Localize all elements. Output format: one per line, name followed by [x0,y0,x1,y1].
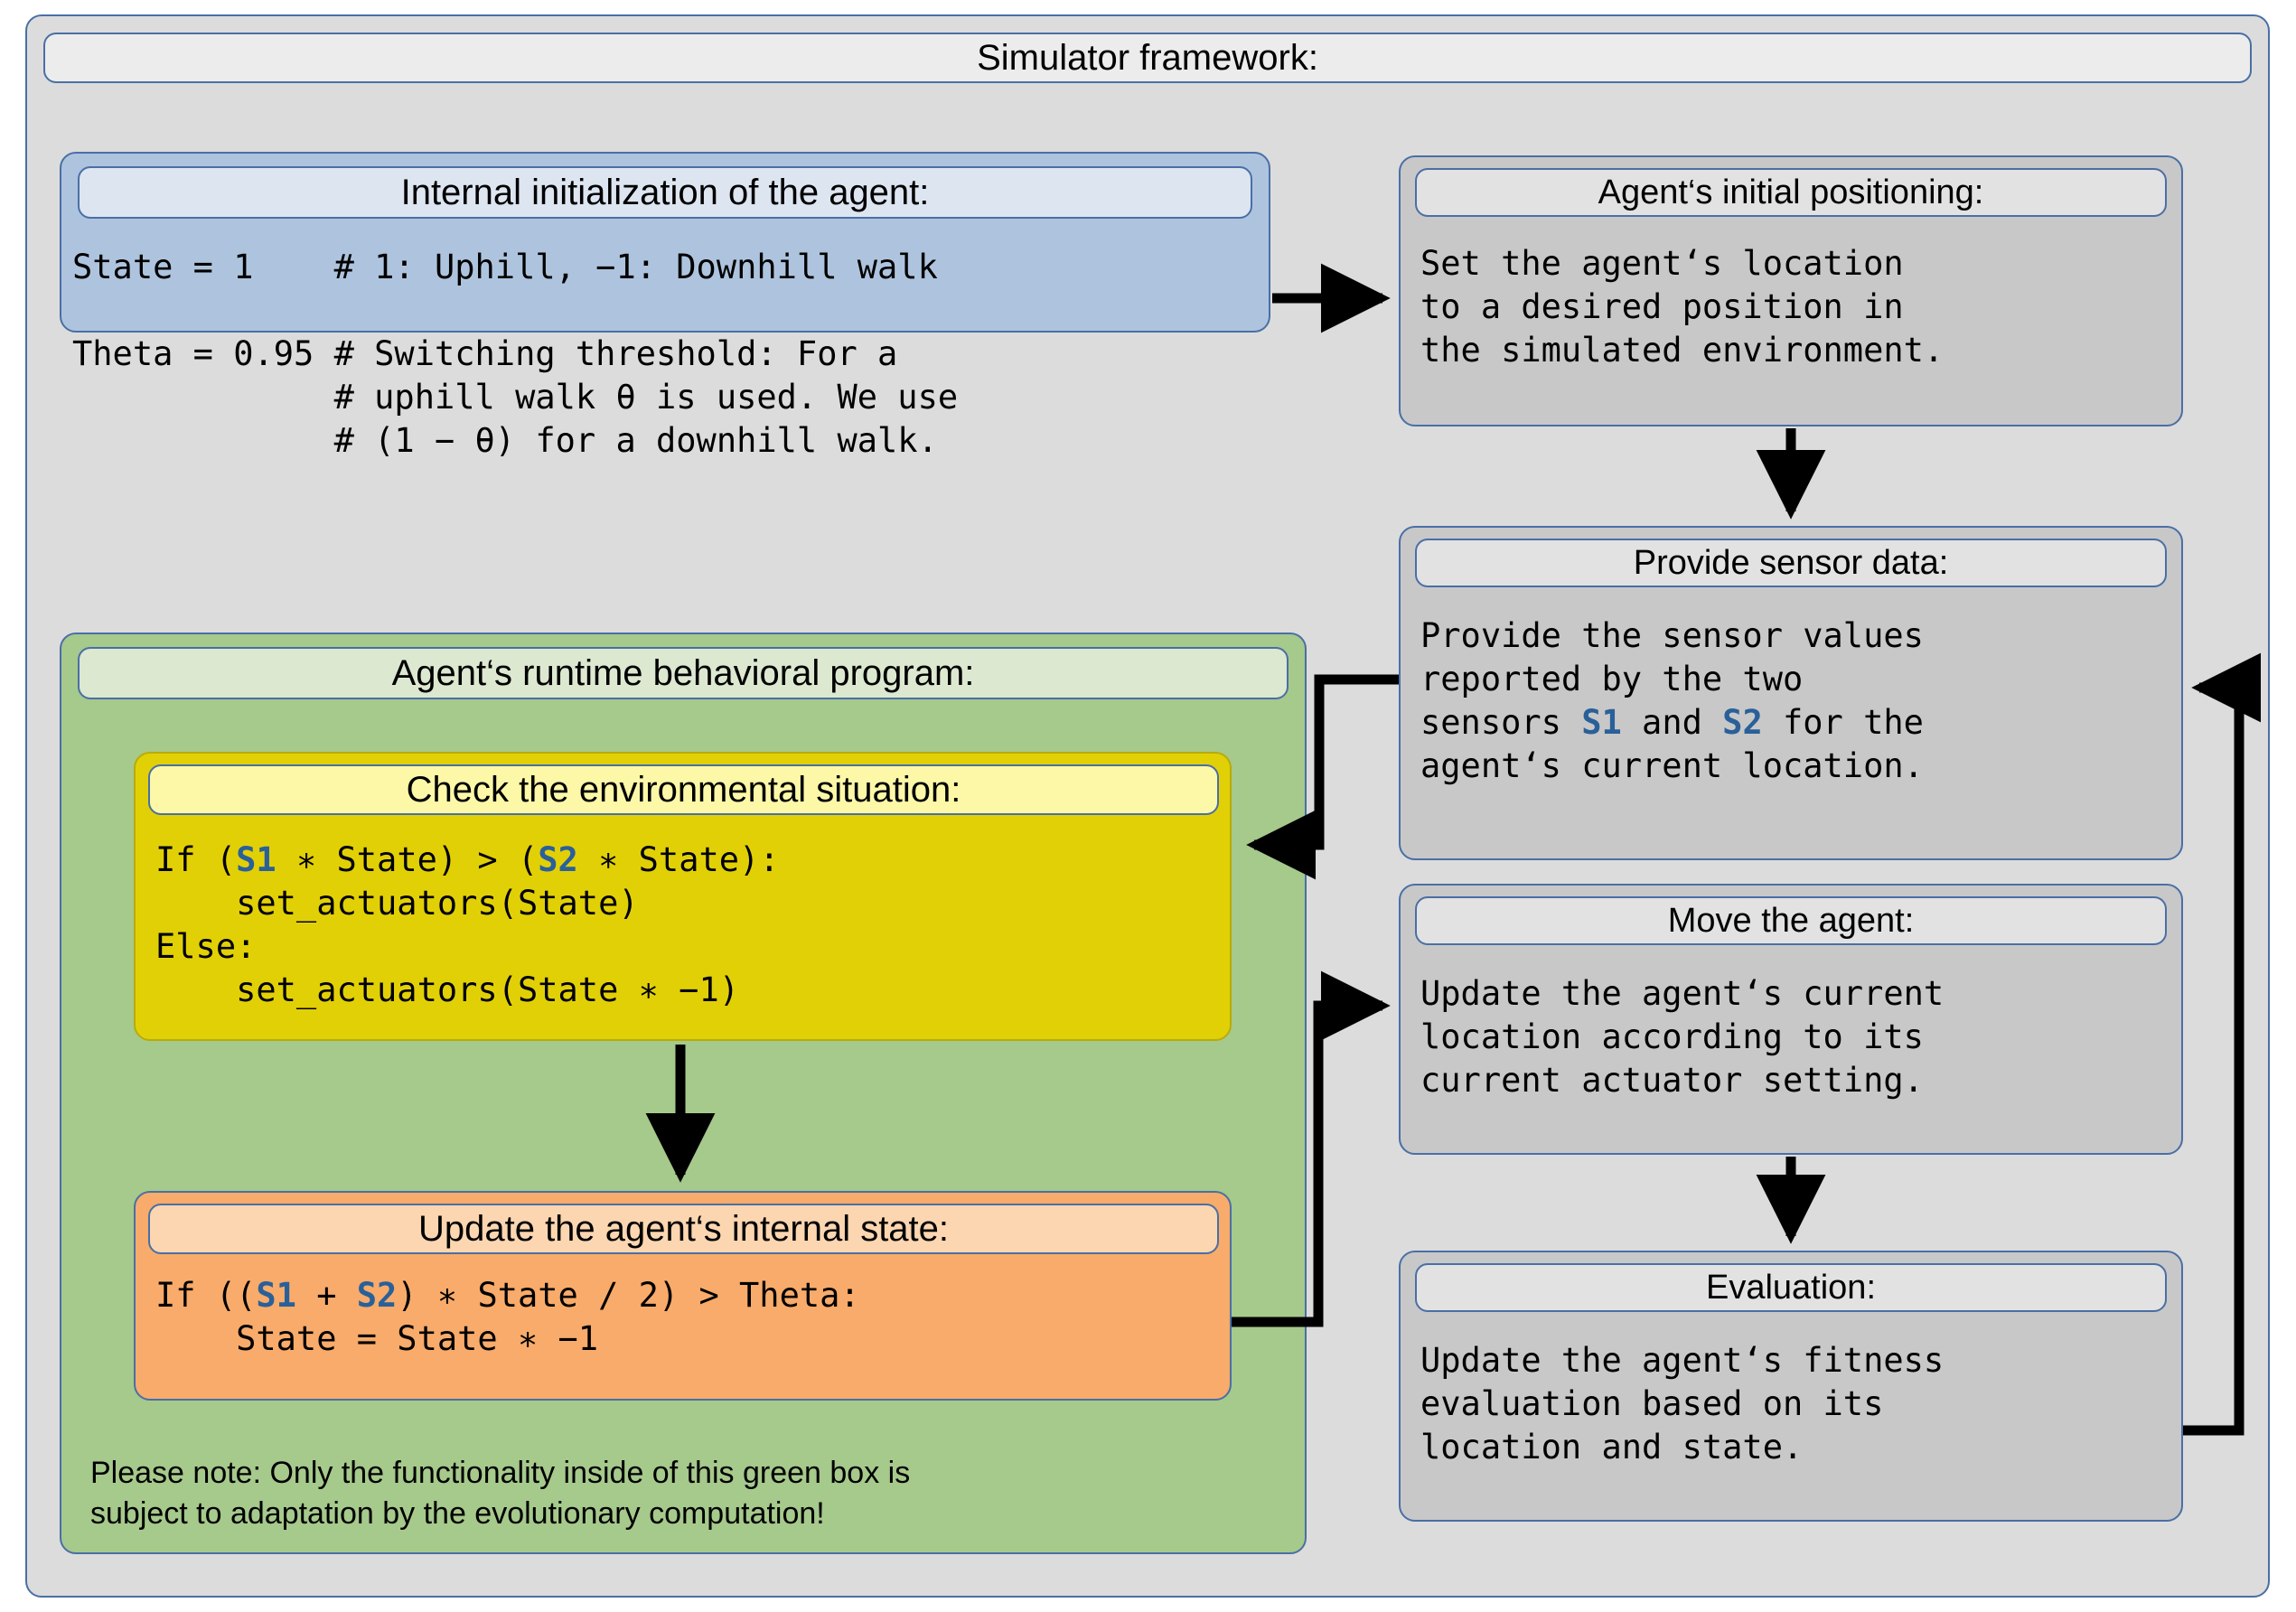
update-line1-part-b: + [295,1276,357,1315]
evaluation-text: Update the agent‘s fitness evaluation ba… [1420,1339,2198,1469]
sensor-s2-label: S2 [356,1276,398,1315]
init-code-line-3: # uphill walk θ is used. We use [72,378,959,417]
pos-line-2: to a desired position in [1420,287,1904,327]
sensor-line3-part-b: and [1621,703,1723,743]
note-line-2: subject to adaptation by the evolutionar… [90,1495,825,1531]
move-agent-title: Move the agent: [1415,896,2167,945]
internal-initialization-code: State = 1 # 1: Uphill, −1: Downhill walk… [72,246,1274,463]
check-code-line-1: If (S1 ∗ State) > (S2 ∗ State): [155,840,780,879]
sensor-line-3: sensors S1 and S2 for the [1420,703,1924,742]
update-code-line-2: State = State ∗ −1 [155,1319,599,1359]
move-line-3: current actuator setting. [1420,1061,1924,1101]
initial-positioning-text: Set the agent‘s location to a desired po… [1420,242,2198,372]
update-internal-state-code: If ((S1 + S2) ∗ State / 2) > Theta: Stat… [155,1274,1231,1361]
pos-line-3: the simulated environment. [1420,331,1945,370]
check-environmental-situation-title: Check the environmental situation: [148,764,1219,815]
update-code-line-1: If ((S1 + S2) ∗ State / 2) > Theta: [155,1276,860,1315]
init-code-line-4: # (1 − θ) for a downhill walk. [72,421,938,461]
runtime-behavioral-program-title: Agent‘s runtime behavioral program: [78,647,1289,699]
update-line1-part-a: If (( [155,1276,257,1315]
provide-sensor-data-text: Provide the sensor values reported by th… [1420,614,2198,788]
simulator-framework-title: Simulator framework: [43,33,2252,83]
sensor-s1-label: S1 [256,1276,296,1315]
note-line-1: Please note: Only the functionality insi… [90,1456,911,1490]
eval-line-2: evaluation based on its [1420,1384,1884,1424]
move-line-1: Update the agent‘s current [1420,974,1945,1013]
init-code-line-2: Theta = 0.95 # Switching threshold: For … [72,334,898,374]
check-line1-part-b: ∗ State) > ( [276,840,539,879]
update-internal-state-title: Update the agent‘s internal state: [148,1204,1219,1254]
eval-line-1: Update the agent‘s fitness [1420,1341,1945,1380]
sensor-line-2: reported by the two [1420,660,1804,699]
initial-positioning-title: Agent‘s initial positioning: [1415,168,2167,217]
internal-initialization-title: Internal initialization of the agent: [78,166,1252,219]
sensor-line-1: Provide the sensor values [1420,616,1924,655]
sensor-line-4: agent‘s current location. [1420,746,1924,786]
move-agent-text: Update the agent‘s current location acco… [1420,972,2198,1102]
move-line-2: location according to its [1420,1017,1924,1057]
check-environmental-situation-code: If (S1 ∗ State) > (S2 ∗ State): set_actu… [155,839,1231,1012]
pos-line-1: Set the agent‘s location [1420,244,1904,283]
check-code-line-3: Else: [155,927,257,967]
sensor-line3-part-a: sensors [1420,703,1582,743]
check-line1-part-c: ∗ State): [577,840,780,879]
provide-sensor-data-title: Provide sensor data: [1415,539,2167,587]
evaluation-title: Evaluation: [1415,1263,2167,1312]
eval-line-3: location and state. [1420,1428,1804,1467]
evolution-adaptation-note: Please note: Only the functionality insi… [90,1453,1283,1534]
sensor-line3-part-c: for the [1762,703,1924,743]
update-line1-part-c: ) ∗ State / 2) > Theta: [397,1276,860,1315]
sensor-s2-label: S2 [538,840,578,879]
check-code-line-4: set_actuators(State ∗ −1) [155,970,740,1010]
check-line1-part-a: If ( [155,840,237,879]
sensor-s2-label: S2 [1722,703,1763,743]
sensor-s1-label: S1 [236,840,276,879]
sensor-s1-label: S1 [1581,703,1622,743]
init-code-line-1: State = 1 # 1: Uphill, −1: Downhill walk [72,248,938,286]
check-code-line-2: set_actuators(State) [155,884,639,923]
